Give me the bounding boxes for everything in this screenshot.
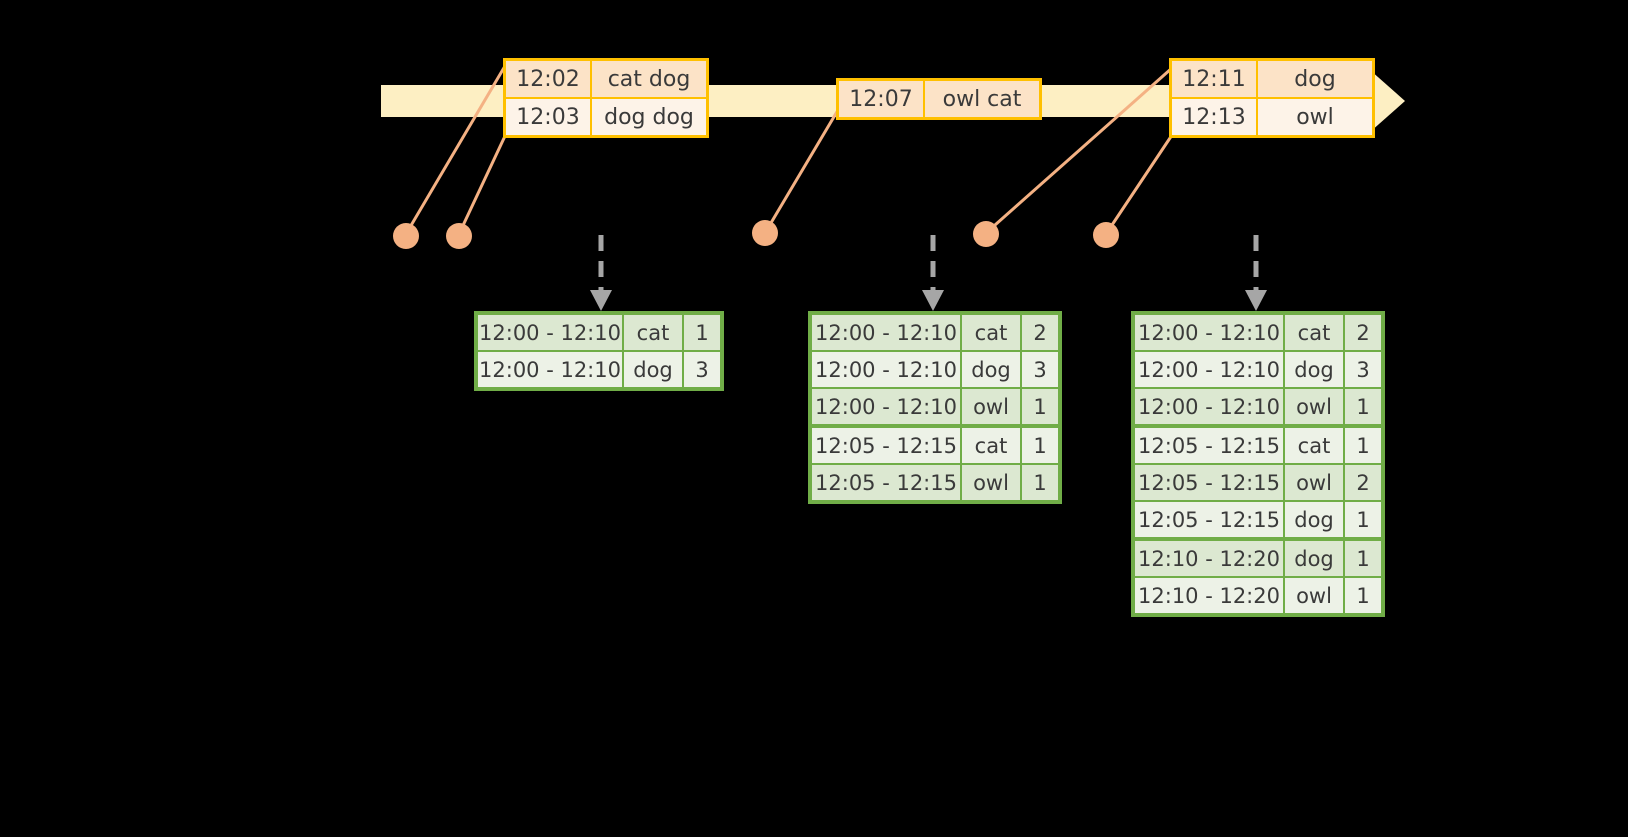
- key-cell: owl: [960, 389, 1020, 424]
- table-row[interactable]: 12:00 - 12:10 owl 1: [1135, 389, 1381, 428]
- event-dot-4: [973, 221, 999, 247]
- count-cell: 1: [682, 315, 720, 350]
- key-cell: dog: [1283, 541, 1343, 576]
- event-row[interactable]: 12:02 cat dog: [506, 61, 706, 97]
- key-cell: owl: [1283, 465, 1343, 500]
- connector-line-1: [404, 65, 507, 235]
- window-cell: 12:00 - 12:10: [478, 352, 622, 387]
- event-group-1[interactable]: 12:02 cat dog 12:03 dog dog: [503, 58, 709, 138]
- connector-line-2: [457, 135, 507, 235]
- key-cell: dog: [1283, 352, 1343, 387]
- table-row[interactable]: 12:00 - 12:10 dog 3: [1135, 352, 1381, 389]
- event-time: 12:11: [1172, 61, 1256, 97]
- key-cell: owl: [1283, 389, 1343, 424]
- count-cell: 1: [1343, 428, 1381, 463]
- key-cell: dog: [1283, 502, 1343, 537]
- connector-line-5: [1104, 134, 1174, 235]
- window-cell: 12:05 - 12:15: [1135, 465, 1283, 500]
- key-cell: cat: [1283, 428, 1343, 463]
- count-cell: 1: [1343, 541, 1381, 576]
- count-cell: 2: [1343, 315, 1381, 350]
- window-cell: 12:00 - 12:10: [1135, 389, 1283, 424]
- count-cell: 1: [1020, 389, 1058, 424]
- event-dot-3: [752, 220, 778, 246]
- event-row[interactable]: 12:11 dog: [1172, 61, 1372, 97]
- event-words: dog: [1256, 61, 1372, 97]
- table-row[interactable]: 12:05 - 12:15 dog 1: [1135, 502, 1381, 541]
- key-cell: dog: [960, 352, 1020, 387]
- event-row[interactable]: 12:03 dog dog: [506, 97, 706, 135]
- event-words: owl cat: [923, 81, 1039, 117]
- dashed-arrow-3: [1245, 235, 1267, 311]
- count-cell: 1: [1343, 389, 1381, 424]
- dashed-arrow-2: [922, 235, 944, 311]
- window-cell: 12:05 - 12:15: [812, 465, 960, 500]
- table-row[interactable]: 12:10 - 12:20 dog 1: [1135, 541, 1381, 578]
- event-dot-1: [393, 223, 419, 249]
- key-cell: cat: [960, 315, 1020, 350]
- count-cell: 1: [1020, 465, 1058, 500]
- table-row[interactable]: 12:05 - 12:15 cat 1: [812, 428, 1058, 465]
- result-table-3[interactable]: 12:00 - 12:10 cat 2 12:00 - 12:10 dog 3 …: [1131, 311, 1385, 617]
- window-cell: 12:10 - 12:20: [1135, 541, 1283, 576]
- event-dot-5: [1093, 222, 1119, 248]
- key-cell: cat: [1283, 315, 1343, 350]
- window-cell: 12:05 - 12:15: [812, 428, 960, 463]
- event-time: 12:03: [506, 99, 590, 135]
- window-cell: 12:05 - 12:15: [1135, 502, 1283, 537]
- event-time: 12:13: [1172, 99, 1256, 135]
- event-time: 12:02: [506, 61, 590, 97]
- event-time: 12:07: [839, 81, 923, 117]
- window-cell: 12:10 - 12:20: [1135, 578, 1283, 613]
- count-cell: 3: [682, 352, 720, 387]
- table-row[interactable]: 12:00 - 12:10 owl 1: [812, 389, 1058, 428]
- count-cell: 3: [1020, 352, 1058, 387]
- count-cell: 3: [1343, 352, 1381, 387]
- table-row[interactable]: 12:05 - 12:15 cat 1: [1135, 428, 1381, 465]
- count-cell: 1: [1343, 502, 1381, 537]
- timeline-arrowhead: [1370, 70, 1405, 132]
- count-cell: 2: [1343, 465, 1381, 500]
- key-cell: cat: [622, 315, 682, 350]
- window-cell: 12:00 - 12:10: [1135, 352, 1283, 387]
- table-row[interactable]: 12:05 - 12:15 owl 1: [812, 465, 1058, 500]
- table-row[interactable]: 12:00 - 12:10 cat 2: [812, 315, 1058, 352]
- table-row[interactable]: 12:00 - 12:10 dog 3: [478, 352, 720, 387]
- event-words: owl: [1256, 99, 1372, 135]
- event-group-3[interactable]: 12:11 dog 12:13 owl: [1169, 58, 1375, 138]
- window-cell: 12:00 - 12:10: [812, 352, 960, 387]
- event-row[interactable]: 12:07 owl cat: [839, 81, 1039, 117]
- key-cell: cat: [960, 428, 1020, 463]
- window-cell: 12:00 - 12:10: [812, 315, 960, 350]
- table-row[interactable]: 12:00 - 12:10 dog 3: [812, 352, 1058, 389]
- window-cell: 12:00 - 12:10: [1135, 315, 1283, 350]
- window-cell: 12:00 - 12:10: [812, 389, 960, 424]
- event-row[interactable]: 12:13 owl: [1172, 97, 1372, 135]
- result-table-2[interactable]: 12:00 - 12:10 cat 2 12:00 - 12:10 dog 3 …: [808, 311, 1062, 504]
- result-table-1[interactable]: 12:00 - 12:10 cat 1 12:00 - 12:10 dog 3: [474, 311, 724, 391]
- key-cell: dog: [622, 352, 682, 387]
- table-row[interactable]: 12:00 - 12:10 cat 1: [478, 315, 720, 352]
- event-dot-2: [446, 223, 472, 249]
- event-group-2[interactable]: 12:07 owl cat: [836, 78, 1042, 120]
- table-row[interactable]: 12:10 - 12:20 owl 1: [1135, 578, 1381, 613]
- key-cell: owl: [1283, 578, 1343, 613]
- count-cell: 2: [1020, 315, 1058, 350]
- window-cell: 12:05 - 12:15: [1135, 428, 1283, 463]
- table-row[interactable]: 12:05 - 12:15 owl 2: [1135, 465, 1381, 502]
- count-cell: 1: [1343, 578, 1381, 613]
- dashed-arrow-1: [590, 235, 612, 311]
- count-cell: 1: [1020, 428, 1058, 463]
- connector-line-3: [763, 109, 840, 234]
- table-row[interactable]: 12:00 - 12:10 cat 2: [1135, 315, 1381, 352]
- event-words: cat dog: [590, 61, 706, 97]
- key-cell: owl: [960, 465, 1020, 500]
- event-words: dog dog: [590, 99, 706, 135]
- window-cell: 12:00 - 12:10: [478, 315, 622, 350]
